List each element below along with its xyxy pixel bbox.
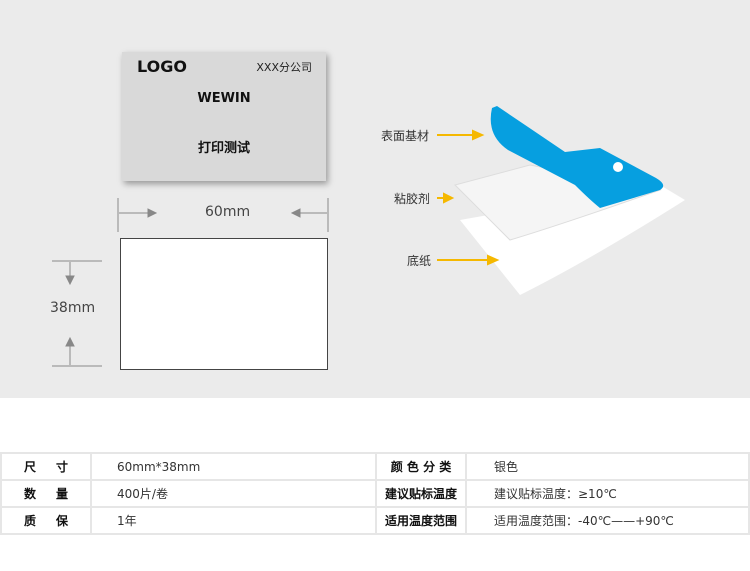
spec-key: 尺 [24, 460, 37, 474]
spec-key: 颜 色 分 类 [375, 452, 467, 481]
spec-value: 400片/卷 [90, 479, 377, 508]
label-text: 打印测试 [197, 141, 250, 156]
spec-key: 保 [55, 514, 68, 528]
spec-key: 建议贴标温度 [375, 479, 467, 508]
layer-label-surface: 表面基材 [381, 129, 430, 143]
spec-value: 适用温度范围：-40℃——+90℃ [465, 506, 750, 535]
width-dimension: 60mm [205, 204, 251, 220]
label-company: XXX分公司 [256, 61, 312, 74]
hole-icon [613, 162, 623, 172]
spec-key: 量 [55, 487, 68, 501]
spec-key: 质 [24, 514, 37, 528]
label-preview: LOGO XXX分公司 WEWIN 打印测试 [122, 52, 326, 181]
spec-key: 寸 [55, 460, 68, 474]
table-row: 质 保 1年 适用温度范围 适用温度范围：-40℃——+90℃ [0, 506, 750, 535]
layer-label-adhesive: 粘胶剂 [394, 192, 431, 206]
layer-diagram [437, 106, 685, 295]
spec-value: 60mm*38mm [90, 452, 377, 481]
table-row: 尺 寸 60mm*38mm 颜 色 分 类 银色 [0, 452, 750, 481]
layer-label-backing: 底纸 [407, 254, 432, 268]
blank-label-outline [120, 238, 328, 370]
spec-key: 适用温度范围 [375, 506, 467, 535]
height-dimension: 38mm [50, 300, 96, 316]
surface-layer [490, 106, 664, 208]
label-brand: WEWIN [197, 91, 251, 106]
table-row: 数 量 400片/卷 建议贴标温度 建议贴标温度：≥10℃ [0, 479, 750, 508]
spec-value: 建议贴标温度：≥10℃ [465, 479, 750, 508]
dimension-lines [52, 198, 329, 367]
spec-value: 1年 [90, 506, 377, 535]
label-logo: LOGO [137, 57, 187, 76]
spec-table: 尺 寸 60mm*38mm 颜 色 分 类 银色 数 量 400片/卷 建议贴标温度… [0, 452, 750, 535]
spec-value: 银色 [465, 452, 750, 481]
spec-key: 数 [24, 487, 37, 501]
